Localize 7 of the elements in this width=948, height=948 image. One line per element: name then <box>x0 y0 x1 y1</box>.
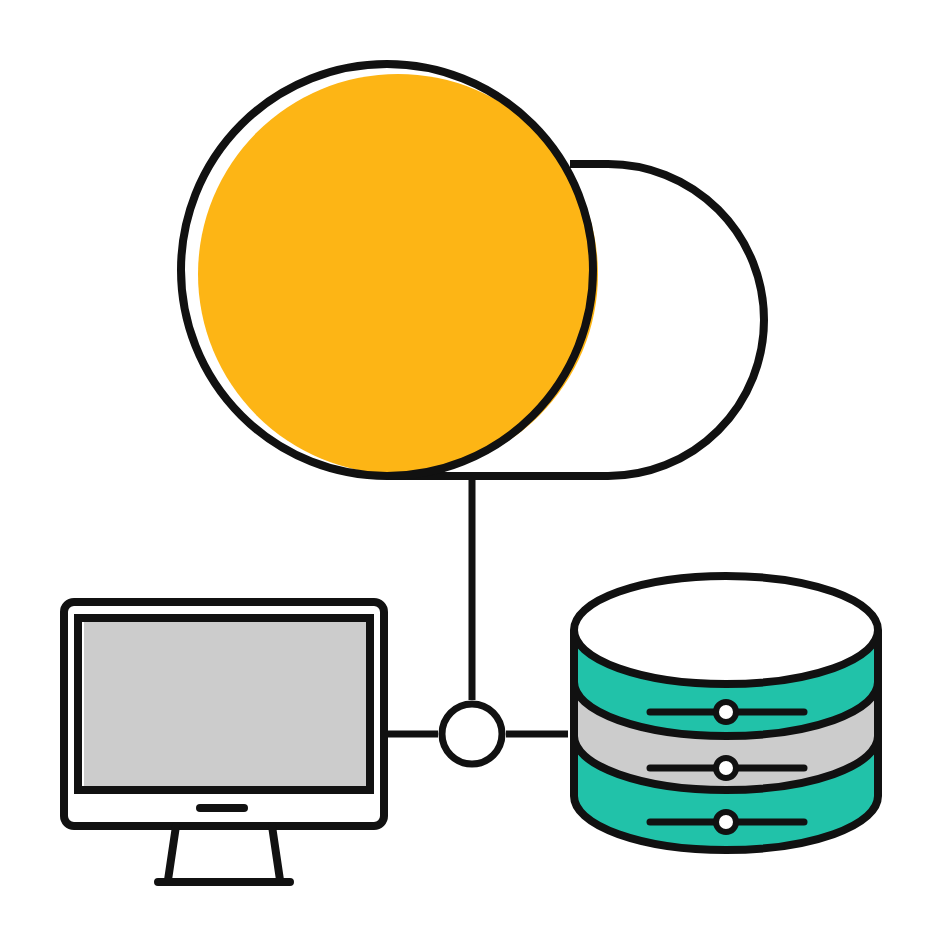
computer-monitor-drawing <box>60 598 388 886</box>
connector-line <box>388 730 438 738</box>
connector-line <box>468 480 476 700</box>
junction-circle <box>438 700 506 768</box>
cloud-drawing <box>172 58 772 480</box>
connector-line <box>506 730 568 738</box>
database-server-drawing <box>568 572 886 858</box>
